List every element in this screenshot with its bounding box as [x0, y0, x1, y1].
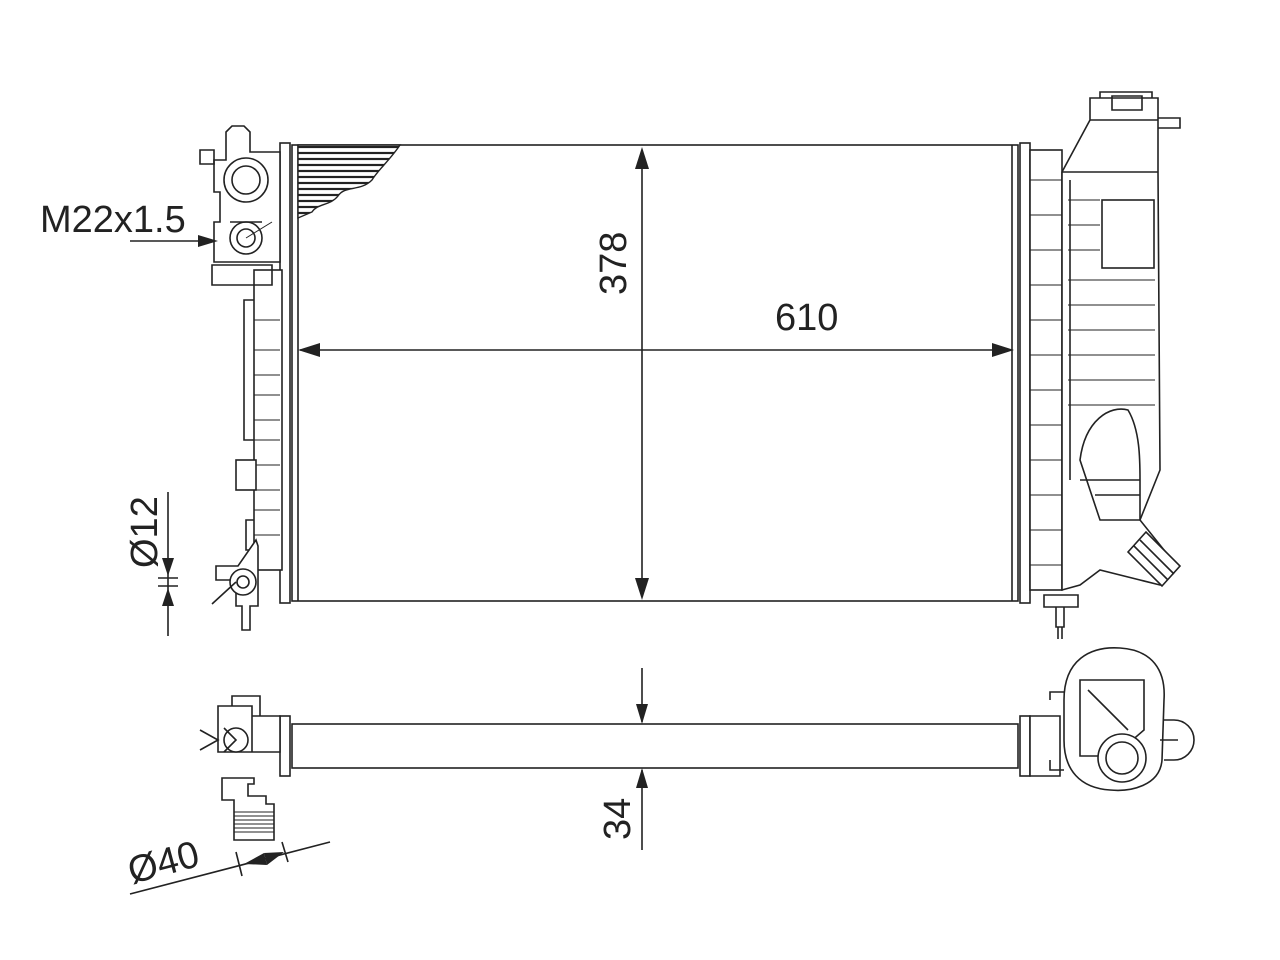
- depth-label: 34: [597, 798, 639, 840]
- small-pipe-label: Ø12: [124, 496, 166, 568]
- width-dimension: [298, 343, 1014, 357]
- height-dimension: [635, 147, 649, 600]
- thread-label: M22x1.5: [40, 199, 186, 241]
- large-pipe-label: Ø40: [123, 834, 203, 893]
- radiator-front-view: [130, 91, 1182, 639]
- width-label: 610: [775, 297, 838, 339]
- fin-detail: [297, 144, 402, 220]
- large-pipe-dimension: [129, 841, 331, 895]
- radiator-core: [291, 144, 1019, 602]
- left-tank: [199, 125, 291, 631]
- small-pipe-dimension: [158, 492, 178, 636]
- radiator-side-view: [129, 647, 1195, 895]
- depth-dimension: [636, 668, 648, 850]
- side-core: [291, 723, 1019, 769]
- thread-leader: [130, 221, 273, 247]
- inlet-pipe: [221, 777, 275, 841]
- height-label: 378: [593, 232, 635, 295]
- right-tank: [1019, 91, 1182, 639]
